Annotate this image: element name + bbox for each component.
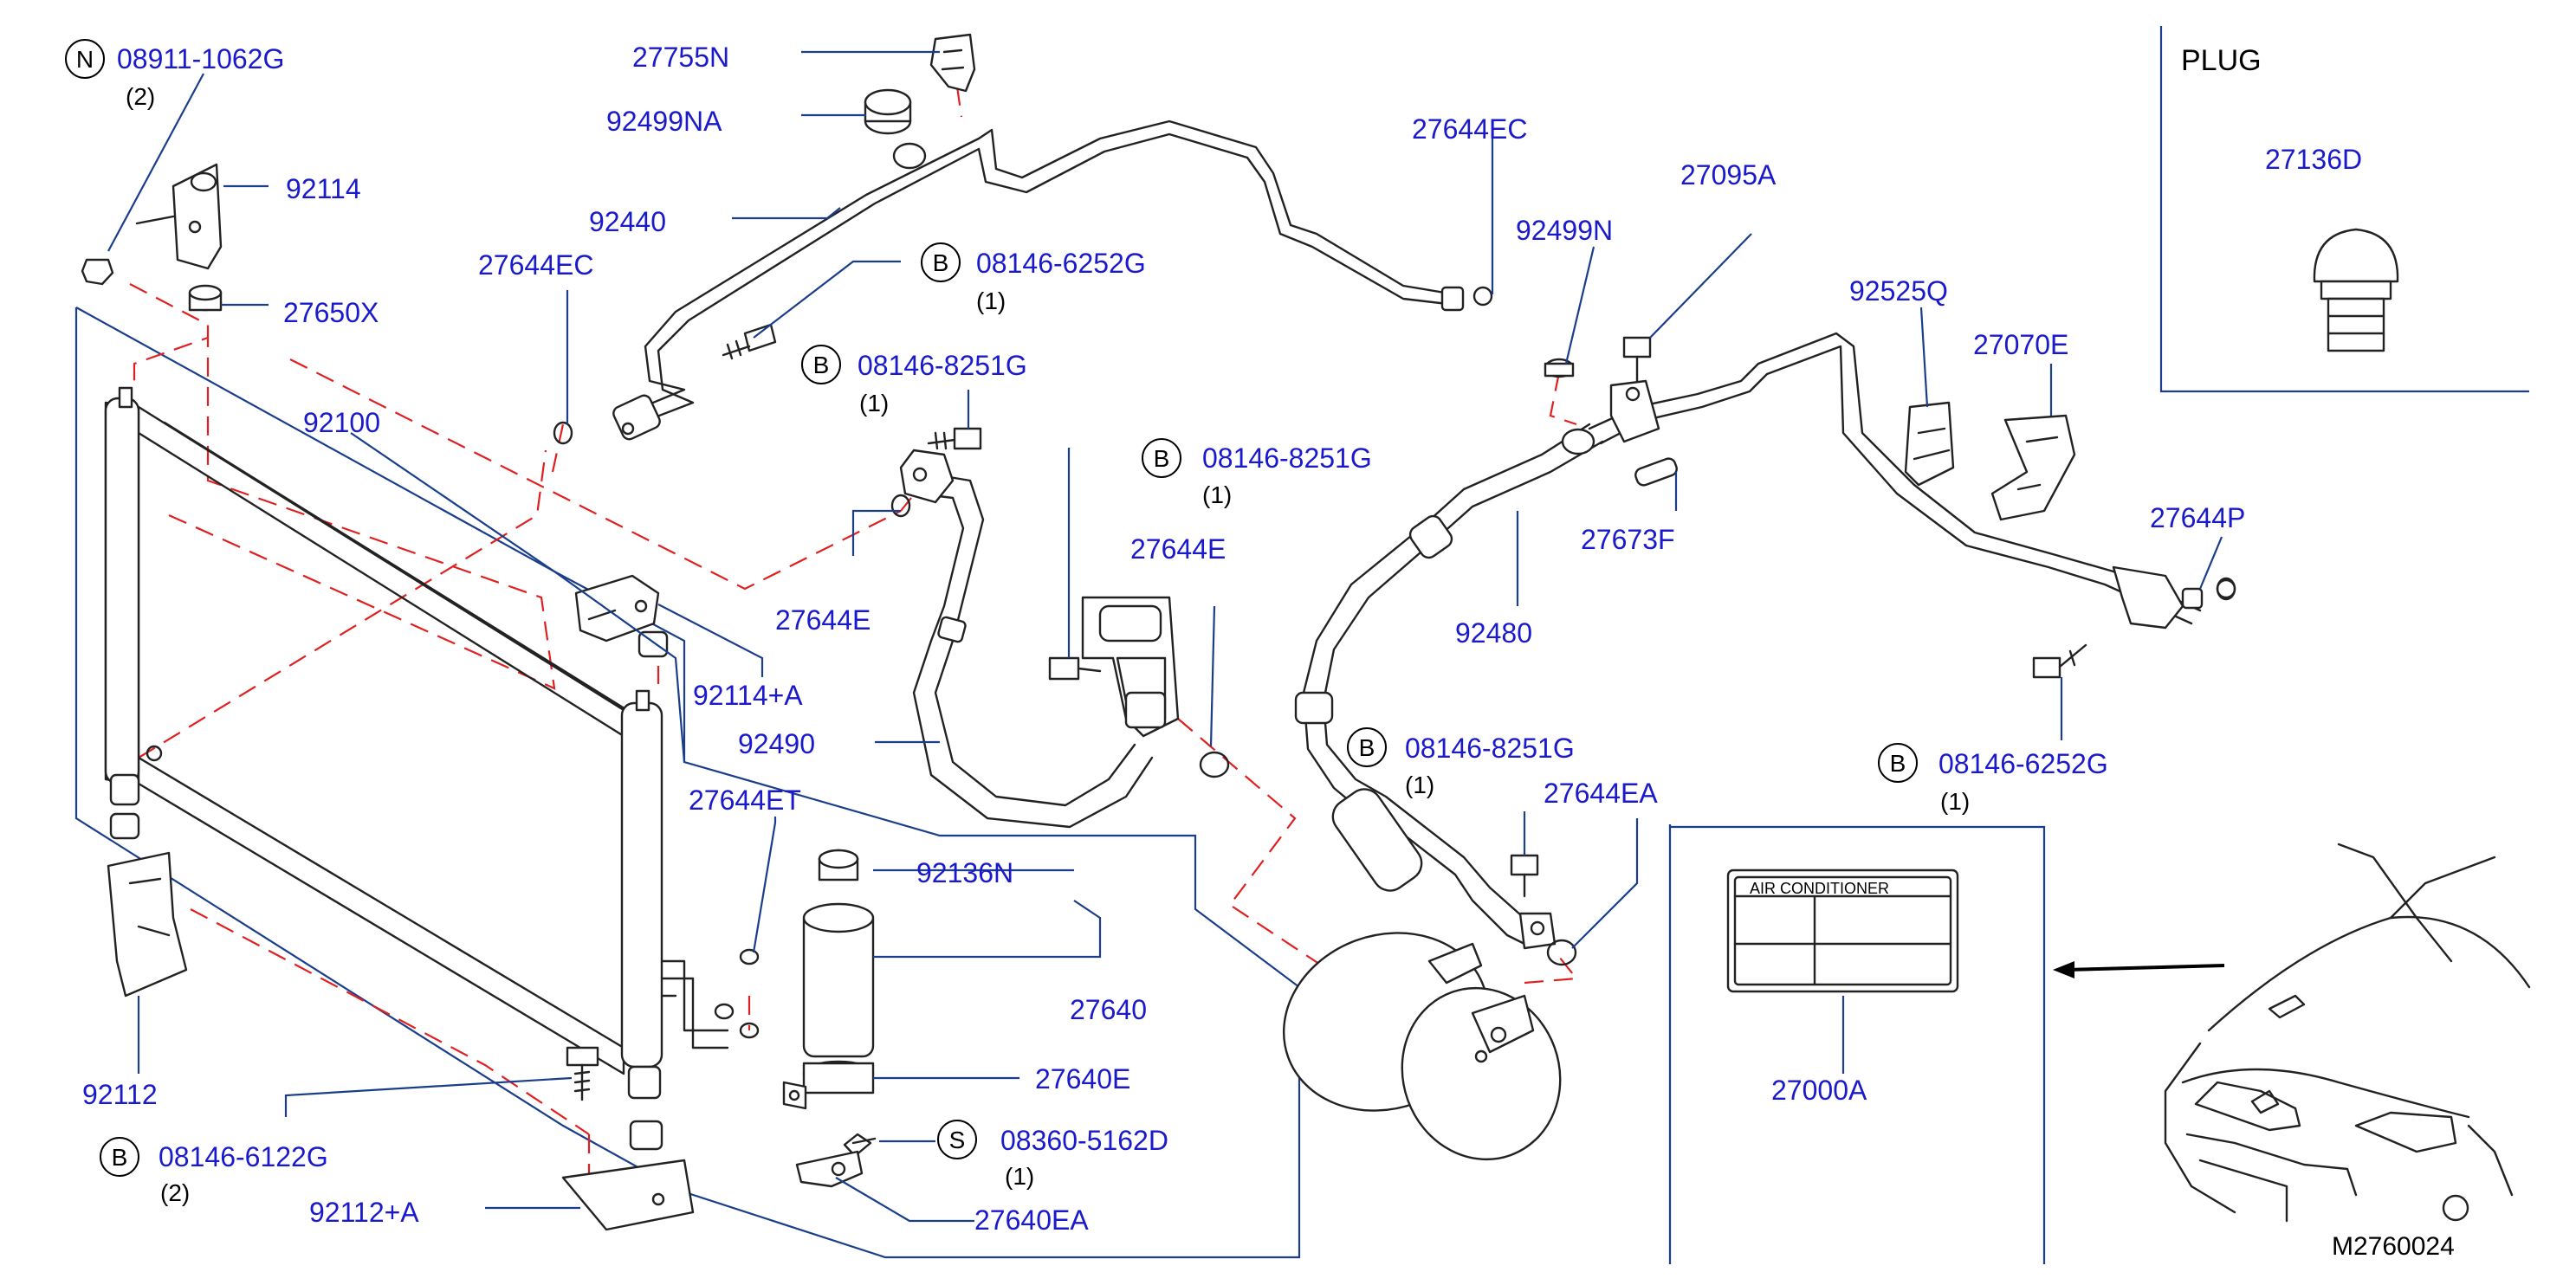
qty-8251G-c: (1): [1405, 772, 1435, 798]
oring-27644ET: [714, 948, 760, 1039]
label-92490[interactable]: 92490: [738, 728, 815, 759]
label-27640EA[interactable]: 27640EA: [974, 1204, 1089, 1236]
label-27070E[interactable]: 27070E: [1973, 329, 2069, 360]
oring-27644E-b: [1199, 751, 1230, 778]
qty-5162D: (1): [1005, 1163, 1035, 1190]
label-08146-8251G-b[interactable]: 08146-8251G: [1202, 442, 1372, 474]
pin-27673F: [1634, 457, 1678, 487]
label-92114A[interactable]: 92114+A: [693, 680, 803, 711]
plug-27136D: [2313, 228, 2399, 352]
label-27644E-left[interactable]: 27644E: [775, 604, 871, 636]
bolt-27095A: [1622, 336, 1652, 383]
nut-08911: [81, 258, 114, 286]
hose-92490: [899, 449, 1180, 829]
qty-6122G: (2): [160, 1179, 191, 1206]
label-08360-5162D[interactable]: 08360-5162D: [1000, 1125, 1168, 1156]
label-27644EA[interactable]: 27644EA: [1544, 778, 1658, 809]
symbol-b-6252G-a: B: [921, 242, 961, 282]
label-27095A[interactable]: 27095A: [1680, 159, 1777, 190]
label-27644EC-left[interactable]: 27644EC: [478, 249, 594, 281]
label-27644ET[interactable]: 27644ET: [689, 785, 801, 816]
symbol-b-8251G-a: B: [801, 345, 841, 384]
label-27000A[interactable]: 27000A: [1771, 1075, 1867, 1106]
label-08911-1062G[interactable]: 08911-1062G: [117, 43, 285, 74]
arrow-to-label: [2053, 961, 2225, 978]
label-box: [1668, 824, 2046, 1264]
symbol-b-8251G-b: B: [1142, 438, 1181, 478]
label-08146-8251G-a[interactable]: 08146-8251G: [858, 350, 1027, 381]
oring-27644EC-left: [553, 421, 573, 445]
condenser-outline: [74, 307, 1301, 1259]
oring-27644P: [2216, 577, 2236, 601]
oring-27644E-a: [890, 494, 911, 518]
label-08146-6252G-b[interactable]: 08146-6252G: [1938, 748, 2108, 779]
bolt-08146-8251G-a: [927, 427, 982, 450]
label-92112A[interactable]: 92112+A: [309, 1197, 419, 1228]
symbol-b-6252G-b: B: [1878, 743, 1918, 783]
label-27755N[interactable]: 27755N: [632, 42, 730, 73]
leader-lines: [107, 50, 2223, 1223]
label-08146-6252G-a[interactable]: 08146-6252G: [976, 248, 1146, 279]
plug-box: [2159, 26, 2529, 393]
bolt-08146-8251G-b: [1048, 656, 1102, 681]
label-27644E-right[interactable]: 27644E: [1130, 533, 1227, 565]
label-92112[interactable]: 92112: [82, 1079, 158, 1110]
qty-8251G-b: (1): [1202, 481, 1233, 508]
label-92440[interactable]: 92440: [589, 206, 666, 237]
oring-27644EA: [1546, 939, 1577, 966]
drawing-id: M2760024: [2332, 1232, 2455, 1261]
bolt-08146-6252G-b: [2032, 643, 2087, 679]
label-27136D[interactable]: 27136D: [2265, 144, 2363, 175]
clamp-92525Q: [1904, 401, 1955, 487]
label-08146-6122G[interactable]: 08146-6122G: [159, 1141, 328, 1172]
label-27644EC-right[interactable]: 27644EC: [1412, 113, 1528, 145]
hose-92480: [1294, 332, 2236, 950]
receiver-drier: [782, 849, 877, 1188]
clamp-27070E: [1990, 414, 2076, 521]
cap-92499N: [1544, 358, 1575, 378]
label-27640E[interactable]: 27640E: [1035, 1063, 1131, 1095]
qty-6252G-b: (1): [1940, 788, 1971, 815]
cap-92499NA: [864, 88, 912, 135]
label-92136N[interactable]: 92136N: [916, 857, 1014, 888]
plug-title: PLUG: [2181, 44, 2262, 77]
pipe-92440: [612, 119, 1493, 441]
label-92100[interactable]: 92100: [303, 407, 380, 438]
label-92114[interactable]: 92114: [286, 173, 361, 204]
qty-6252G-a: (1): [976, 287, 1006, 314]
bracket-27095A: [1609, 379, 1660, 443]
symbol-b-8251G-c: B: [1347, 727, 1387, 767]
bolt-08146-6122G: [566, 1046, 599, 1101]
label-92499NA[interactable]: 92499NA: [606, 106, 722, 137]
label-27673F[interactable]: 27673F: [1581, 524, 1675, 555]
bracket-92112: [107, 812, 188, 998]
label-92480[interactable]: 92480: [1455, 617, 1532, 649]
bracket-92112A: [561, 1120, 695, 1231]
sticker-text: AIR CONDITIONER: [1750, 880, 1890, 897]
compressor: [1282, 932, 1562, 1161]
symbol-s-5162D: S: [937, 1120, 977, 1159]
label-27644P[interactable]: 27644P: [2150, 502, 2246, 533]
label-27650X[interactable]: 27650X: [283, 297, 379, 328]
condenser-core: [104, 386, 729, 1100]
bushing-27650X: [188, 284, 223, 312]
symbol-b-6122G: B: [100, 1137, 139, 1177]
qty-08911: (2): [126, 83, 156, 110]
bracket-27755N: [929, 33, 976, 93]
label-92525Q[interactable]: 92525Q: [1849, 275, 1948, 307]
symbol-n: N: [65, 39, 105, 79]
bolt-08146-8251G-c: [1510, 854, 1539, 898]
bracket-92114: [135, 163, 223, 270]
label-08146-8251G-c[interactable]: 08146-8251G: [1405, 733, 1575, 764]
qty-8251G-a: (1): [859, 390, 890, 416]
label-27640[interactable]: 27640: [1070, 994, 1147, 1025]
ac-label-sticker: [1726, 869, 1959, 993]
label-92499N[interactable]: 92499N: [1516, 215, 1614, 246]
bolt-08146-6252G-a: [722, 323, 777, 360]
car-outline: [2164, 843, 2531, 1223]
bracket-92114A: [574, 574, 660, 642]
